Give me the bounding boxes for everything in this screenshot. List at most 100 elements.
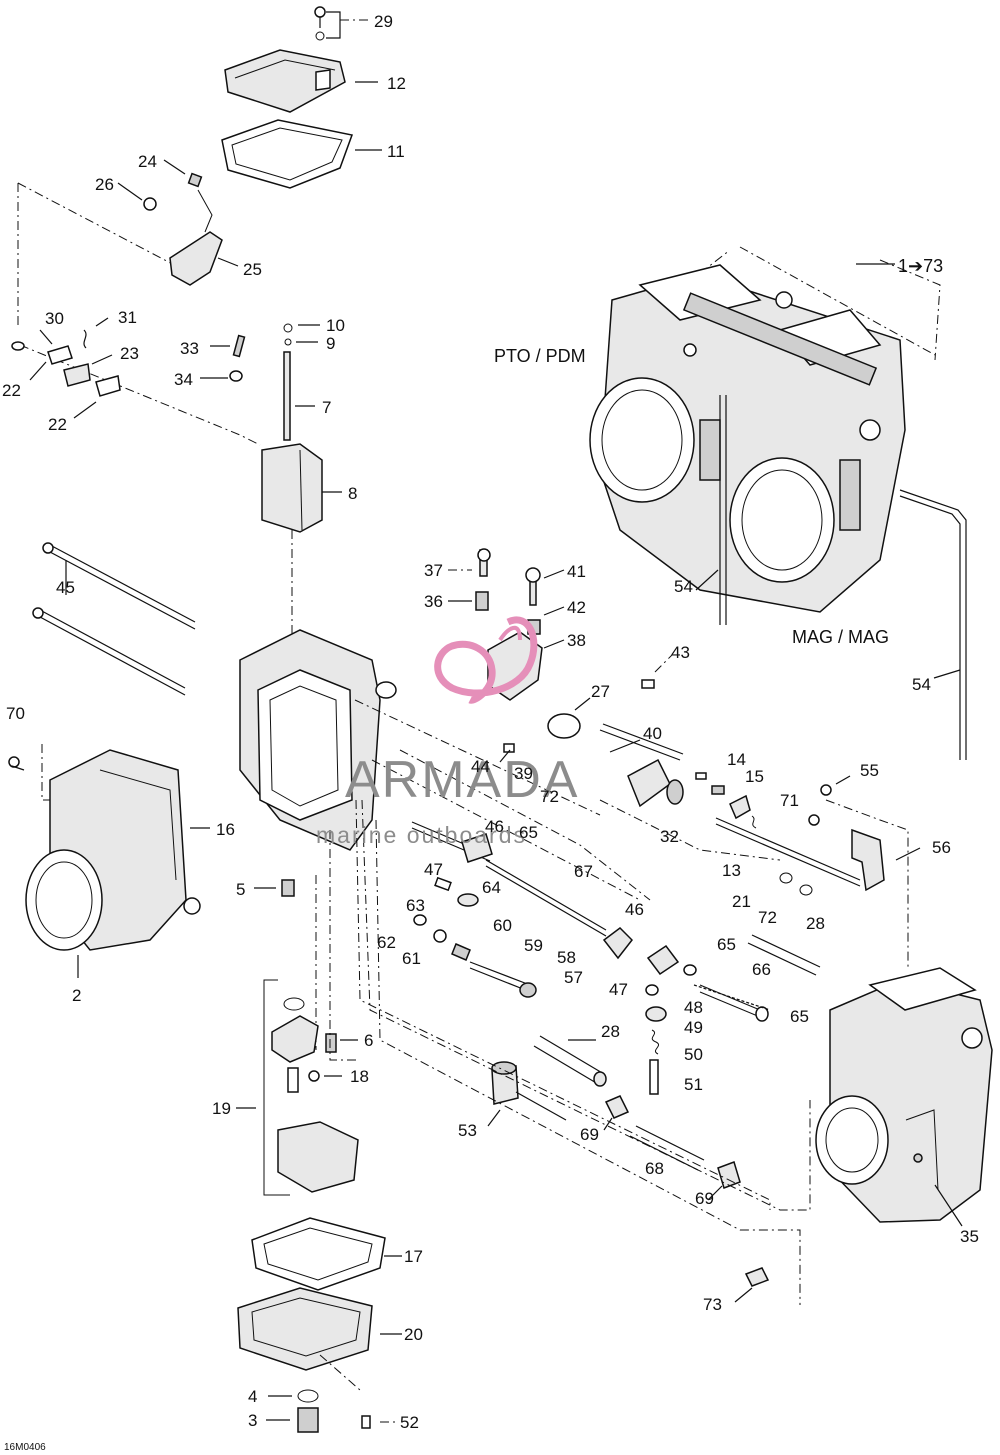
callout-12: 12 (387, 74, 406, 93)
callout-33: 33 (180, 339, 199, 358)
callout-69a: 69 (580, 1125, 599, 1144)
callout-46b: 46 (625, 900, 644, 919)
callout-38: 38 (567, 631, 586, 650)
callout-65c: 65 (790, 1007, 809, 1026)
callout-53: 53 (458, 1121, 477, 1140)
callout-20: 20 (404, 1325, 423, 1344)
callout-31: 31 (118, 308, 137, 327)
right-side-parts-illustration (693, 772, 909, 1011)
callout-39: 39 (514, 764, 533, 783)
assembly-guide-lines (329, 749, 811, 1305)
callout-22a: 22 (2, 381, 21, 400)
callout-47b: 47 (609, 980, 628, 999)
fuel-fittings-illustration (491, 1035, 770, 1287)
assembly-range-label: 1➔73 (898, 256, 943, 276)
callout-5: 5 (236, 880, 245, 899)
callout-43: 43 (671, 643, 690, 662)
callout-46a: 46 (485, 817, 504, 836)
callout-71: 71 (780, 791, 799, 810)
callout-16: 16 (216, 820, 235, 839)
callout-41: 41 (567, 562, 586, 581)
callout-66: 66 (752, 960, 771, 979)
intake-adapter-illustration (8, 744, 210, 978)
callout-29: 29 (374, 12, 393, 31)
watermark-swirl-icon (434, 616, 538, 704)
callout-44: 44 (471, 757, 490, 776)
callout-47a: 47 (424, 860, 443, 879)
callout-52: 52 (400, 1413, 419, 1432)
callout-36: 36 (424, 592, 443, 611)
callout-9: 9 (326, 334, 335, 353)
callout-40: 40 (643, 724, 662, 743)
callout-65a: 65 (519, 823, 538, 842)
callout-48: 48 (684, 998, 703, 1017)
callout-34: 34 (174, 370, 193, 389)
callout-28b: 28 (806, 914, 825, 933)
callout-45: 45 (56, 578, 75, 597)
callout-50: 50 (684, 1045, 703, 1064)
linkage-parts-illustration (11, 317, 261, 446)
cover-parts-illustration (221, 6, 382, 189)
callout-17: 17 (404, 1247, 423, 1266)
callout-10: 10 (326, 316, 345, 335)
callout-64: 64 (482, 878, 501, 897)
callout-7: 7 (322, 398, 331, 417)
callout-56: 56 (932, 838, 951, 857)
callout-28a: 28 (601, 1022, 620, 1041)
callout-32: 32 (660, 827, 679, 846)
callout-70: 70 (6, 704, 25, 723)
throttle-linkage-illustration (411, 548, 769, 1095)
callout-58: 58 (557, 948, 576, 967)
callout-72b: 72 (758, 908, 777, 927)
mag-label: MAG / MAG (792, 627, 889, 647)
callout-42: 42 (567, 598, 586, 617)
watermark-swirl-shadow (498, 626, 522, 642)
callout-18: 18 (350, 1067, 369, 1086)
callout-21: 21 (732, 892, 751, 911)
callout-69b: 69 (695, 1189, 714, 1208)
watermark-brand: ARMADA (345, 751, 579, 809)
callout-24: 24 (138, 152, 157, 171)
callout-65b: 65 (717, 935, 736, 954)
callout-49: 49 (684, 1018, 703, 1037)
float-bowl-illustration (236, 875, 402, 1433)
callout-4: 4 (248, 1387, 257, 1406)
drawing-code: 16M0406 (4, 1442, 46, 1453)
callout-23: 23 (120, 344, 139, 363)
callout-73: 73 (703, 1295, 722, 1314)
callout-13: 13 (722, 861, 741, 880)
watermark-tagline: marine outboards (316, 822, 527, 848)
callout-35: 35 (960, 1227, 979, 1246)
callout-61: 61 (402, 949, 421, 968)
callout-55: 55 (860, 761, 879, 780)
callout-62: 62 (377, 933, 396, 952)
callout-54b: 54 (912, 675, 931, 694)
callout-11: 11 (387, 142, 405, 161)
callout-51: 51 (684, 1075, 703, 1094)
second-carburetor-illustration (815, 967, 993, 1227)
callout-2: 2 (72, 986, 81, 1005)
callout-54a: 54 (674, 577, 693, 596)
callout-labels: ARMADA marine outboards 1➔73 PTO / PDM M… (2, 12, 979, 1453)
callout-3: 3 (248, 1411, 257, 1430)
leader-lines (448, 263, 961, 1303)
needle-slide-illustration (200, 323, 342, 660)
callout-57: 57 (564, 968, 583, 987)
callout-72a: 72 (540, 787, 559, 806)
callout-26: 26 (95, 175, 114, 194)
callout-68: 68 (645, 1159, 664, 1178)
choke-parts-illustration (17, 159, 239, 325)
callout-63: 63 (406, 896, 425, 915)
callout-14: 14 (727, 750, 746, 769)
callout-59: 59 (524, 936, 543, 955)
callout-67: 67 (574, 862, 593, 881)
callout-19: 19 (212, 1099, 231, 1118)
callout-60: 60 (493, 916, 512, 935)
callout-6: 6 (364, 1031, 373, 1050)
pto-label: PTO / PDM (494, 346, 586, 366)
callout-25: 25 (243, 260, 262, 279)
carburetor-body-illustration (32, 542, 641, 901)
callout-8: 8 (348, 484, 357, 503)
